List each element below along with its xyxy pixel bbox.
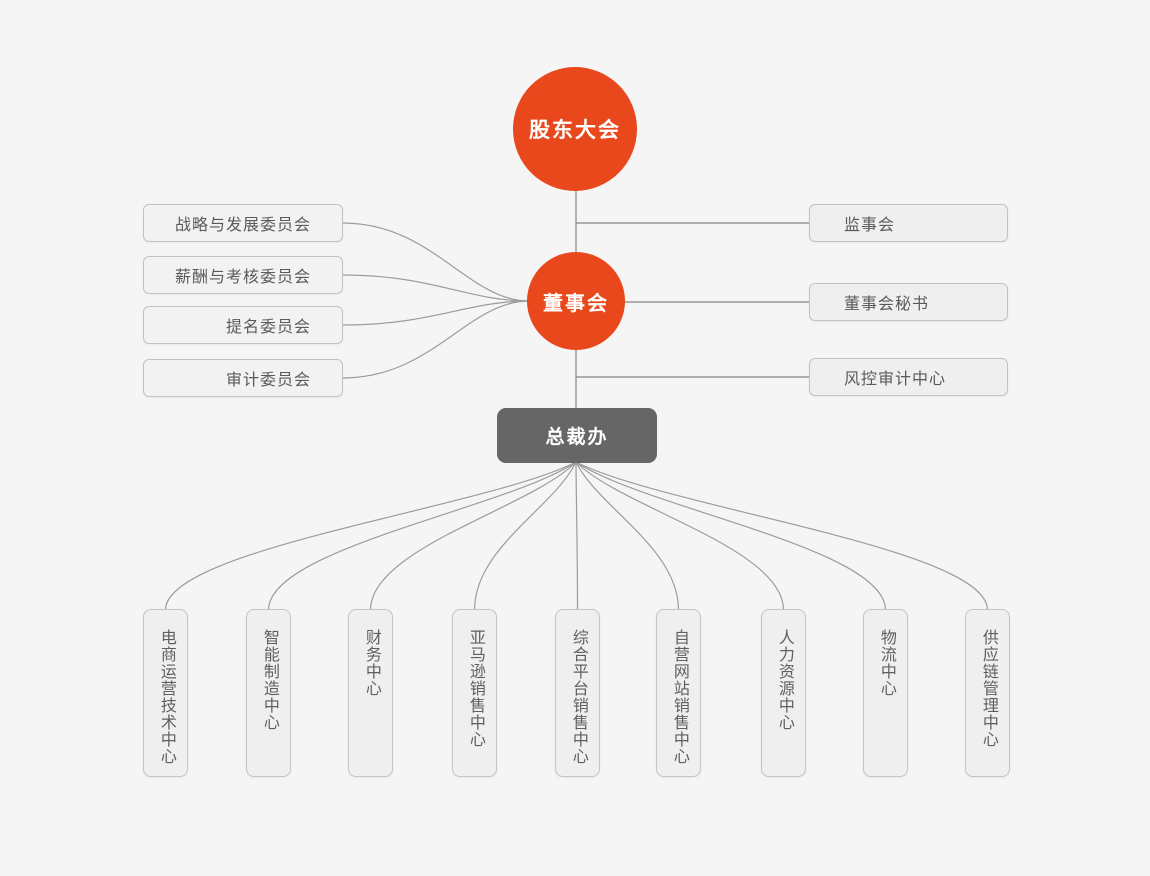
node-label: 供应链管理中心 — [979, 629, 997, 748]
connector-path — [575, 461, 785, 611]
connector-path — [342, 222, 530, 302]
node-dept-smart-manufacturing[interactable]: 智能制造中心 — [246, 609, 291, 777]
node-board-of-directors[interactable]: 董事会 — [527, 252, 625, 350]
node-dept-logistics[interactable]: 物流中心 — [863, 609, 908, 777]
connector-path — [342, 300, 530, 326]
node-label: 亚马逊销售中心 — [466, 629, 484, 748]
node-strategy-development-committee[interactable]: 战略与发展委员会 — [143, 204, 343, 242]
node-president-office[interactable]: 总裁办 — [497, 408, 657, 463]
department-curves — [164, 461, 989, 611]
node-label: 风控审计中心 — [844, 371, 947, 388]
node-label: 物流中心 — [877, 629, 895, 697]
connector-path — [575, 461, 989, 611]
node-label: 总裁办 — [545, 427, 609, 448]
committee-curves — [342, 222, 530, 379]
node-label: 监事会 — [844, 217, 896, 234]
node-audit-committee[interactable]: 审计委员会 — [143, 359, 343, 397]
node-label: 董事会 — [543, 292, 609, 315]
node-dept-finance[interactable]: 财务中心 — [348, 609, 393, 777]
connector-path — [342, 300, 530, 379]
node-label: 提名委员会 — [225, 319, 311, 336]
node-dept-own-website-sales[interactable]: 自营网站销售中心 — [656, 609, 701, 777]
node-label: 电商运营技术中心 — [157, 629, 175, 765]
node-label: 股东大会 — [529, 119, 621, 142]
connector-path — [369, 461, 577, 611]
node-dept-platform-sales[interactable]: 综合平台销售中心 — [555, 609, 600, 777]
node-label: 战略与发展委员会 — [174, 217, 311, 234]
node-label: 财务中心 — [362, 629, 380, 697]
node-label: 董事会秘书 — [844, 296, 930, 313]
node-label: 审计委员会 — [225, 372, 311, 389]
node-dept-ecommerce-operation-tech[interactable]: 电商运营技术中心 — [143, 609, 188, 777]
node-dept-amazon-sales[interactable]: 亚马逊销售中心 — [452, 609, 497, 777]
connector-path — [164, 461, 577, 611]
node-label: 薪酬与考核委员会 — [174, 269, 311, 286]
connector-path — [575, 461, 680, 611]
node-supervisory-board[interactable]: 监事会 — [809, 204, 1008, 242]
connector-path — [342, 274, 530, 302]
node-dept-human-resources[interactable]: 人力资源中心 — [761, 609, 806, 777]
node-dept-supply-chain[interactable]: 供应链管理中心 — [965, 609, 1010, 777]
node-label: 智能制造中心 — [260, 629, 278, 731]
connector-path — [575, 461, 579, 611]
node-board-secretary[interactable]: 董事会秘书 — [809, 283, 1008, 321]
connector-path — [473, 461, 577, 611]
node-compensation-assessment-committee[interactable]: 薪酬与考核委员会 — [143, 256, 343, 294]
node-shareholders-meeting[interactable]: 股东大会 — [513, 67, 637, 191]
node-nomination-committee[interactable]: 提名委员会 — [143, 306, 343, 344]
connector-path — [267, 461, 577, 611]
node-label: 自营网站销售中心 — [670, 629, 688, 765]
connector-path — [575, 461, 887, 611]
node-label: 人力资源中心 — [775, 629, 793, 731]
node-risk-audit-center[interactable]: 风控审计中心 — [809, 358, 1008, 396]
node-label: 综合平台销售中心 — [569, 629, 587, 765]
